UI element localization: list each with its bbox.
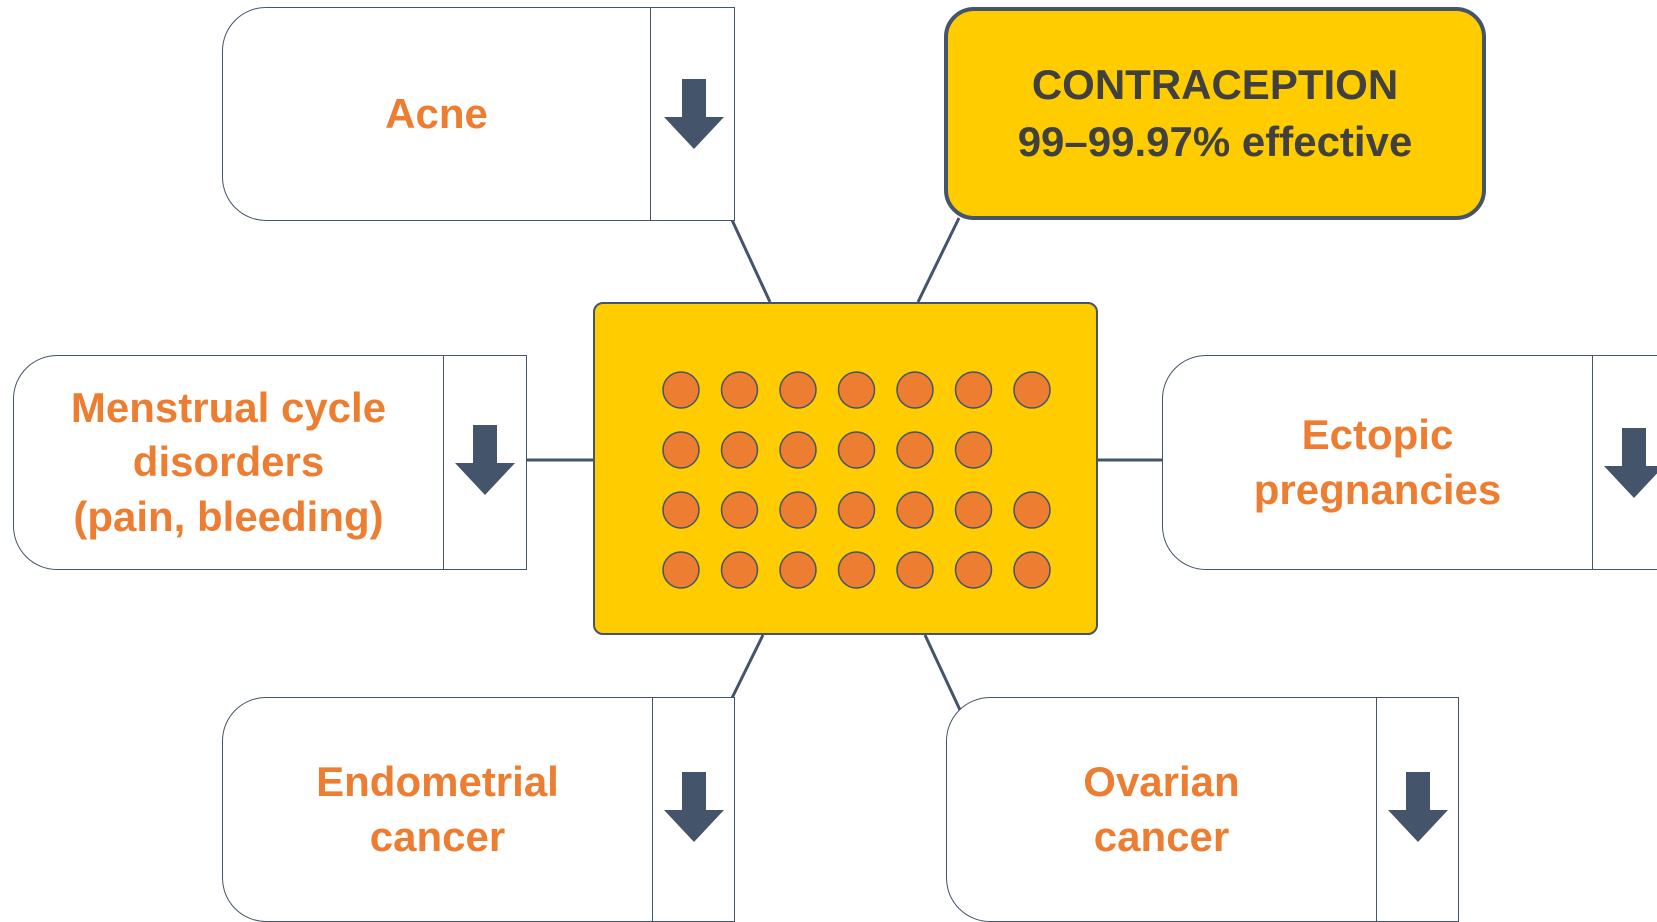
pill-dot: [896, 371, 934, 409]
benefit-box-ovarian: Ovarian cancer: [946, 697, 1459, 922]
pill-dot: [720, 551, 759, 589]
pill-dot: [954, 431, 993, 469]
connector-ovarian: [923, 634, 962, 711]
benefit-box-acne: Acne: [222, 7, 735, 221]
contraception-efficacy: 99–99.97% effective: [1017, 117, 1413, 165]
benefit-label-menstrual: Menstrual cycle disorders (pain, bleedin…: [70, 383, 387, 540]
down-arrow-icon: [1604, 428, 1657, 498]
pill-dot: [954, 551, 993, 589]
down-arrow-icon: [455, 425, 515, 495]
pill-dot: [1013, 371, 1051, 409]
pill-dot: [837, 491, 876, 529]
connector-contraception: [916, 217, 961, 303]
pill-dot: [779, 371, 817, 409]
pill-dot: [896, 491, 934, 529]
pill-dot: [662, 491, 700, 529]
down-arrow-icon: [664, 772, 724, 842]
down-arrow-icon: [1388, 772, 1448, 842]
benefit-label-endometrial: Endometrial cancer: [316, 757, 559, 860]
box-divider: [652, 698, 653, 921]
pill-dot: [720, 431, 759, 469]
pill-dot: [954, 371, 993, 409]
box-divider: [1592, 356, 1593, 569]
pill-dot: [720, 371, 759, 409]
pill-dot: [662, 551, 700, 589]
box-divider: [1376, 698, 1377, 921]
box-divider: [650, 8, 651, 220]
pill-dot: [779, 491, 817, 529]
pill-dot: [779, 551, 817, 589]
pill-dot: [779, 431, 817, 469]
benefit-box-menstrual: Menstrual cycle disorders (pain, bleedin…: [13, 355, 527, 570]
pill-dot: [720, 491, 759, 529]
contraception-title: CONTRACEPTION: [1031, 60, 1399, 108]
pill-dot: [896, 551, 934, 589]
pill-dot: [1013, 491, 1051, 529]
contraception-box: CONTRACEPTION 99–99.97% effective: [944, 7, 1486, 220]
connector-acne: [730, 219, 772, 303]
benefit-label-acne: Acne: [385, 89, 488, 137]
benefit-label-ectopic: Ectopic pregnancies: [1253, 410, 1502, 513]
pill-dot: [837, 431, 876, 469]
benefit-label-ovarian: Ovarian cancer: [1083, 757, 1240, 860]
pill-dot: [662, 431, 700, 469]
box-divider: [443, 356, 444, 569]
pill-dot: [662, 371, 700, 409]
pill-dot: [896, 431, 934, 469]
pill-grid: [662, 371, 1051, 589]
pill-dot: [954, 491, 993, 529]
down-arrow-icon: [664, 79, 724, 149]
pill-dot: [837, 371, 876, 409]
benefit-box-ectopic: Ectopic pregnancies: [1162, 355, 1657, 570]
pill-dot: [1013, 551, 1051, 589]
benefit-box-endometrial: Endometrial cancer: [222, 697, 735, 922]
pill-pack: [593, 302, 1098, 635]
connector-endometrial: [730, 634, 765, 699]
pill-dot: [837, 551, 876, 589]
